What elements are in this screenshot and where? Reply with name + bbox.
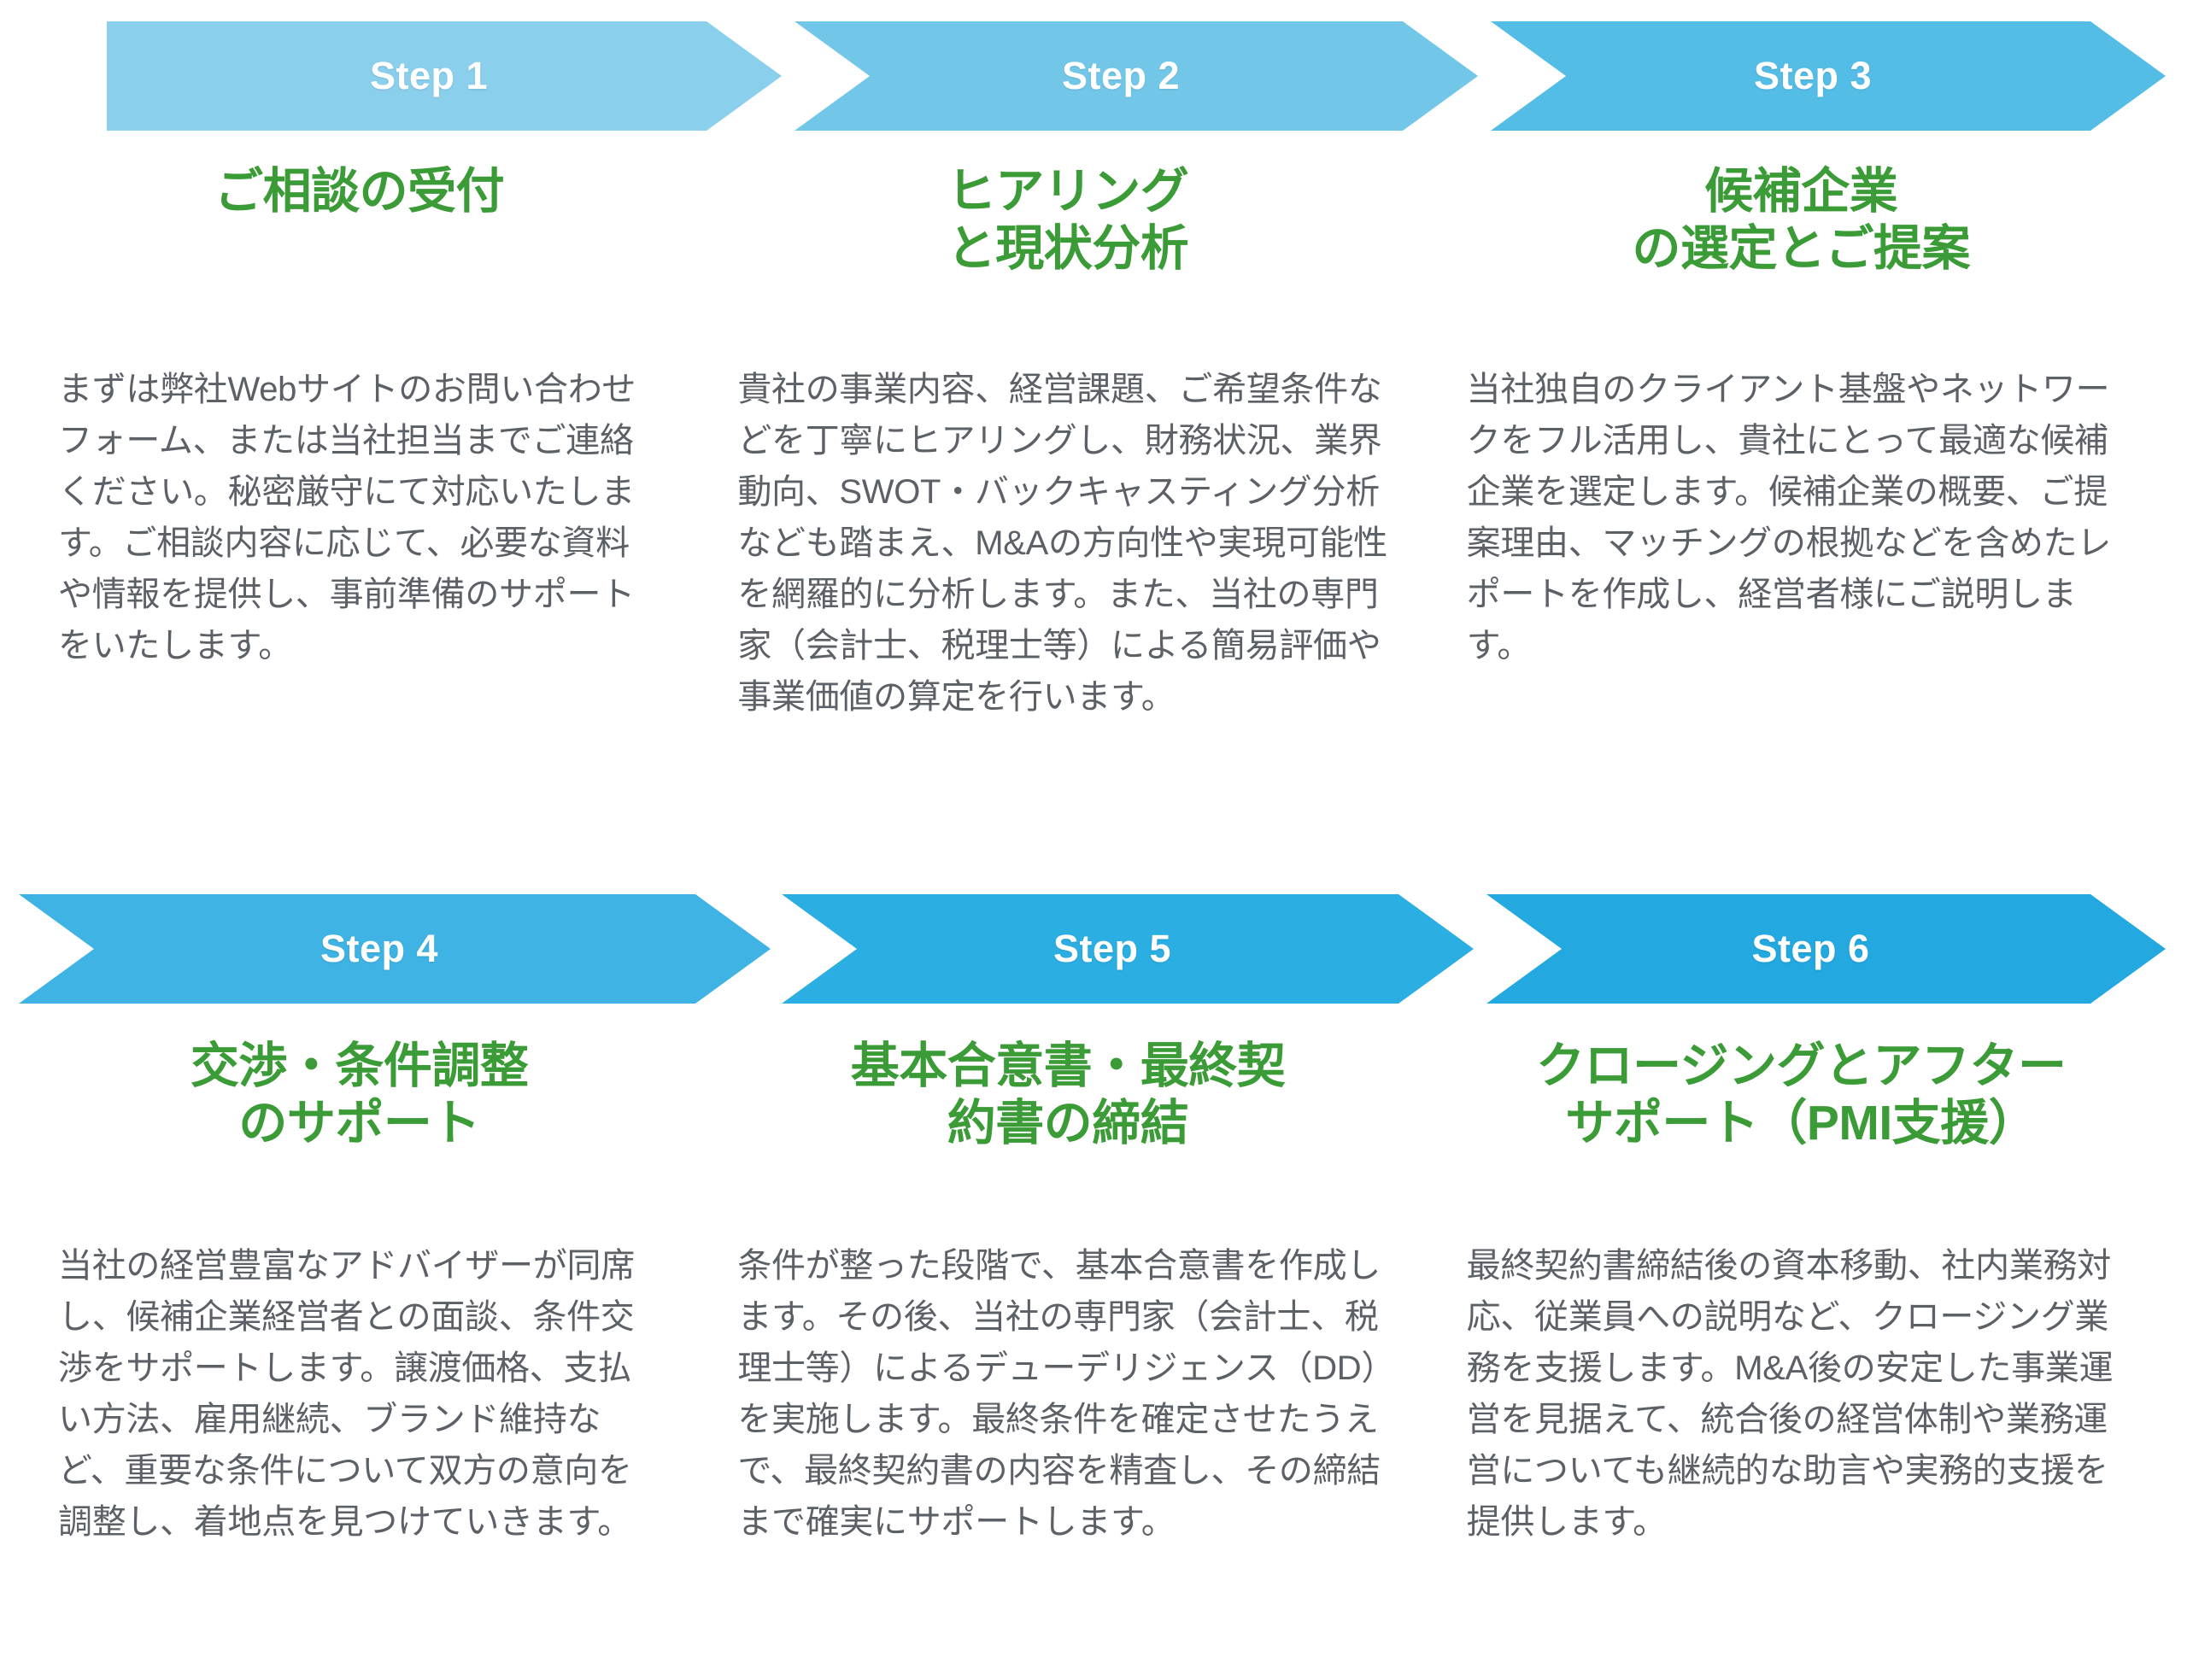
step-banner-6[interactable]: Step 6 xyxy=(1486,894,2166,1004)
step-body-column-1: まずは弊社Webサイトのお問い合わせフォーム、または当社担当までご連絡ください。… xyxy=(0,311,729,723)
step-banner-5[interactable]: Step 5 xyxy=(782,894,1474,1004)
step-title-5-line-2: 約書の締結 xyxy=(947,1096,1189,1151)
step-body-row-1: まずは弊社Webサイトのお問い合わせフォーム、または当社担当までご連絡ください。… xyxy=(0,311,2187,723)
step-badge-6: Step 6 xyxy=(1751,927,1870,970)
step-description-1: まずは弊社Webサイトのお問い合わせフォーム、または当社担当までご連絡ください。… xyxy=(58,370,636,664)
step-description-4: 当社の経営豊富なアドバイザーが同席し、候補企業経営者との面談、条件交渉をサポート… xyxy=(58,1246,635,1541)
step-badge-3: Step 3 xyxy=(1753,54,1873,97)
step-title-row-1: ご相談の受付 ヒアリング と現状分析 候補企業 の選定とご提案 xyxy=(0,163,2187,278)
step-body-column-3: 当社独自のクライアント基盤やネットワークをフル活用し、貴社にとって最適な候補企業… xyxy=(1458,311,2187,723)
step-column-1: ご相談の受付 xyxy=(0,163,729,278)
step-title-6-line-2: サポート（PMI支援） xyxy=(1565,1096,2037,1151)
step-badge-2: Step 2 xyxy=(1061,54,1181,97)
step-banner-band-row-1: Step 1 Step 2 Step 3 xyxy=(0,21,2187,131)
step-title-3-line-2: の選定とご提案 xyxy=(1632,221,1971,277)
step-title-4: 交渉・条件調整 のサポート xyxy=(58,1038,660,1153)
step-body-column-2: 貴社の事業内容、経営課題、ご希望条件などを丁寧にヒアリングし、財務状況、業界動向… xyxy=(729,311,1457,723)
step-description-3: 当社独自のクライアント基盤やネットワークをフル活用し、貴社にとって最適な候補企業… xyxy=(1466,370,2112,664)
step-title-6: クロージングとアフター サポート（PMI支援） xyxy=(1467,1038,2136,1153)
step-column-2: ヒアリング と現状分析 xyxy=(729,163,1457,278)
step-title-row-2: 交渉・条件調整 のサポート 基本合意書・最終契 約書の締結 クロージングとアフタ… xyxy=(0,1038,2187,1153)
step-title-5: 基本合意書・最終契 約書の締結 xyxy=(737,1038,1398,1153)
step-title-2-line-2: と現状分析 xyxy=(947,221,1189,277)
step-description-6: 最終契約書締結後の資本移動、社内業務対応、従業員への説明など、クロージング業務を… xyxy=(1466,1246,2114,1541)
step-body-row-2: 当社の経営豊富なアドバイザーが同席し、候補企業経営者との面談、条件交渉をサポート… xyxy=(0,1187,2187,1548)
step-title-5-line-1: 基本合意書・最終契 xyxy=(850,1039,1286,1093)
step-banner-band-row-2: Step 4 Step 5 Step 6 xyxy=(0,894,2187,1004)
step-body-column-5: 条件が整った段階で、基本合意書を作成します。その後、当社の専門家（会計士、税理士… xyxy=(729,1187,1457,1548)
step-title-1: ご相談の受付 xyxy=(58,163,660,220)
step-title-6-line-1: クロージングとアフター xyxy=(1536,1039,2067,1093)
step-title-4-line-1: 交渉・条件調整 xyxy=(190,1039,529,1093)
step-title-4-line-2: のサポート xyxy=(238,1096,480,1151)
step-column-6: クロージングとアフター サポート（PMI支援） xyxy=(1458,1038,2187,1153)
step-description-2: 貴社の事業内容、経営課題、ご希望条件などを丁寧にヒアリングし、財務状況、業界動向… xyxy=(737,370,1387,716)
step-banner-2[interactable]: Step 2 xyxy=(794,21,1478,131)
step-title-3-line-1: 候補企業 xyxy=(1704,164,1898,219)
step-title-3: 候補企業 の選定とご提案 xyxy=(1467,163,2136,278)
step-row-2: Step 4 Step 5 Step 6 交渉・条件調整 のサポート 基本合意書… xyxy=(0,875,2187,1680)
step-banner-3[interactable]: Step 3 xyxy=(1491,21,2166,131)
step-title-2-line-1: ヒアリング xyxy=(947,164,1189,219)
step-banner-4[interactable]: Step 4 xyxy=(19,894,771,1004)
step-column-5: 基本合意書・最終契 約書の締結 xyxy=(729,1038,1457,1153)
step-badge-1: Step 1 xyxy=(369,54,489,97)
step-column-4: 交渉・条件調整 のサポート xyxy=(0,1038,729,1153)
step-body-column-4: 当社の経営豊富なアドバイザーが同席し、候補企業経営者との面談、条件交渉をサポート… xyxy=(0,1187,729,1548)
step-body-column-6: 最終契約書締結後の資本移動、社内業務対応、従業員への説明など、クロージング業務を… xyxy=(1458,1187,2187,1548)
step-column-3: 候補企業 の選定とご提案 xyxy=(1458,163,2187,278)
step-row-1: Step 1 Step 2 Step 3 ご相談の受付 ヒアリング と現状分析 xyxy=(0,0,2187,723)
step-title-2: ヒアリング と現状分析 xyxy=(737,163,1398,278)
step-title-1-line-1: ご相談の受付 xyxy=(214,164,505,219)
step-description-5: 条件が整った段階で、基本合意書を作成します。その後、当社の専門家（会計士、税理士… xyxy=(737,1246,1396,1541)
step-banner-1[interactable]: Step 1 xyxy=(107,21,782,131)
step-badge-4: Step 4 xyxy=(320,927,439,970)
step-badge-5: Step 5 xyxy=(1052,927,1172,970)
